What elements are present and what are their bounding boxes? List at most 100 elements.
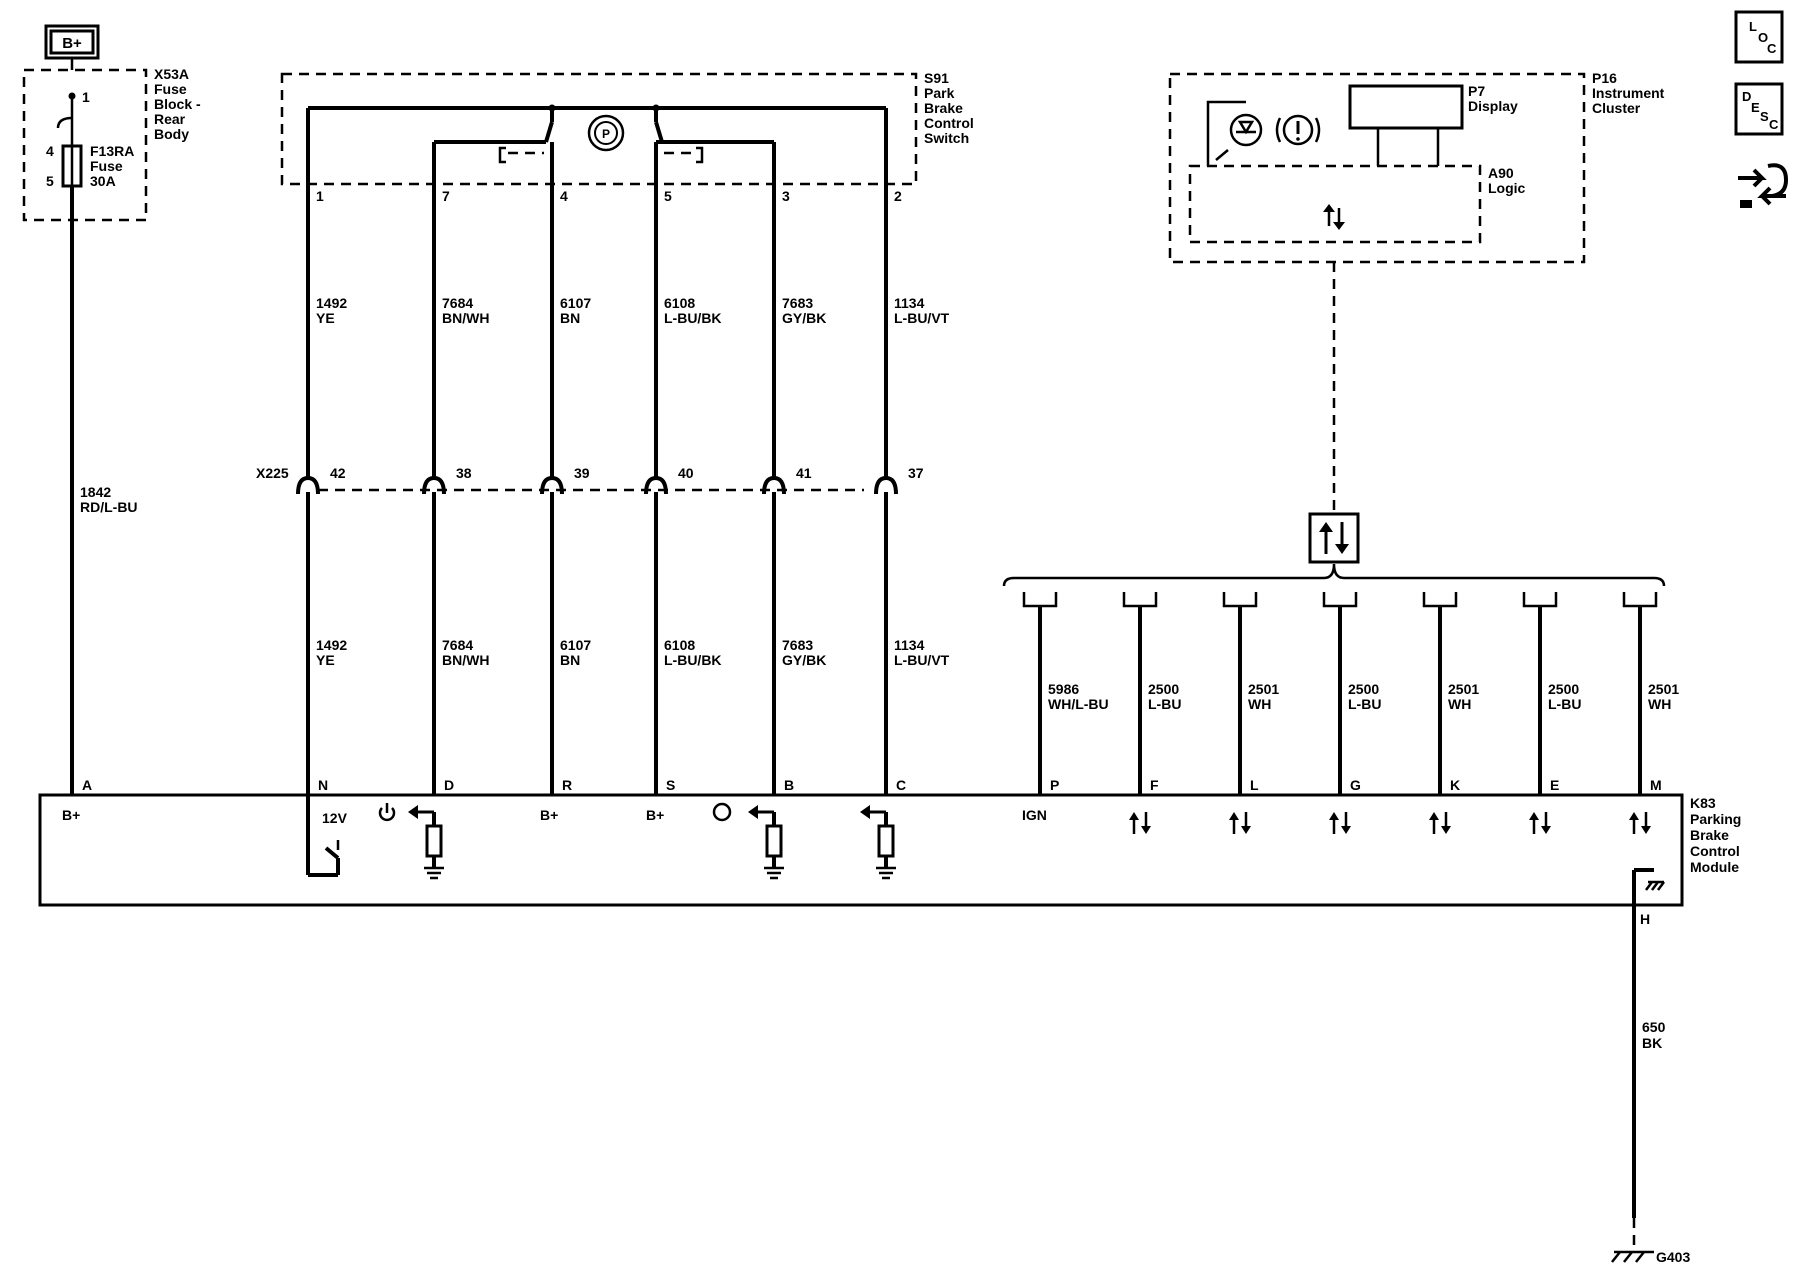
connector-terminal — [644, 475, 668, 495]
lower-wire-circuit: 7684 — [442, 637, 473, 653]
park-symbol-label: P — [602, 127, 610, 141]
resistor-icon — [877, 824, 895, 858]
lower-wire-circuit: 7683 — [782, 637, 813, 653]
fuse-ref: F13RA — [90, 143, 134, 159]
lower-wire-color: GY/BK — [782, 652, 826, 668]
connector-view-button[interactable] — [1738, 163, 1789, 208]
desc-letter-c: C — [1769, 117, 1779, 132]
module-pin-D: D — [444, 777, 454, 793]
fuse-pin-left: 4 — [46, 143, 54, 159]
power-label: B+ — [62, 35, 82, 52]
feed-wire-circuit: 1842 — [80, 484, 111, 500]
bus-terminal — [1322, 592, 1358, 608]
bidirectional-arrow-icon — [1129, 812, 1151, 834]
bus-wire-color: L-BU — [1148, 696, 1181, 712]
loc-letter-o: O — [1758, 30, 1768, 45]
bus-terminal — [1022, 592, 1058, 608]
desc-letter-d: D — [1742, 89, 1751, 104]
upper-wire-color: L-BU/BK — [664, 310, 722, 326]
park-symbol-icon — [587, 114, 625, 152]
ground-wire-color: BK — [1642, 1035, 1662, 1051]
bus-wire-circuit: 2500 — [1348, 681, 1379, 697]
module-pin-E: E — [1550, 777, 1559, 793]
desc-button[interactable]: D E S C — [1734, 82, 1784, 136]
fuse-block-name-3: Rear — [154, 111, 186, 127]
resistor-icon — [765, 824, 783, 858]
connector-ref: X225 — [256, 465, 289, 481]
switch-name-1: Park — [924, 85, 955, 101]
module-pin-A: A — [82, 777, 92, 793]
fuse-pin-top: 1 — [82, 89, 90, 105]
loc-button[interactable]: L O C — [1734, 10, 1784, 64]
module-ref: K83 — [1690, 795, 1716, 811]
lower-wire-color: L-BU/VT — [894, 652, 950, 668]
chassis-ground-icon — [1611, 1250, 1654, 1263]
input-arrow-icon-head — [408, 805, 418, 819]
module-name-4: Module — [1690, 859, 1739, 875]
upper-wire-color: L-BU/VT — [894, 310, 950, 326]
switch-pin-5: 5 — [664, 188, 672, 204]
bus-wire-circuit: 2501 — [1448, 681, 1479, 697]
module-pin-C: C — [896, 777, 906, 793]
ground-pin-label: H — [1640, 911, 1650, 927]
connector-pin-42: 42 — [330, 465, 346, 481]
power-symbol-icon — [378, 803, 396, 822]
input-arrow-icon-head — [860, 805, 870, 819]
module-bplus-a: B+ — [62, 807, 80, 823]
fuse-block: 1 4 5 F13RA Fuse 30A X53A Fuse Block - R… — [22, 66, 201, 222]
switch-pin-7: 7 — [442, 188, 450, 204]
bus-terminal — [1122, 592, 1158, 608]
lower-wire-color: L-BU/BK — [664, 652, 722, 668]
lower-wire-circuit: 1134 — [894, 637, 925, 653]
feed-wire-color: RD/L-BU — [80, 499, 138, 515]
module-name-1: Parking — [1690, 811, 1741, 827]
module-pin-B: B — [784, 777, 794, 793]
upper-wire-color: BN — [560, 310, 580, 326]
bus-wire-circuit: 2501 — [1648, 681, 1679, 697]
bus-wire-color: WH — [1648, 696, 1671, 712]
upper-wire-circuit: 6108 — [664, 295, 695, 311]
module-pin-R: R — [562, 777, 572, 793]
module-pin-S: S — [666, 777, 675, 793]
harness-wires: 1492YE421492YE7684BN/WH387684BN/WH6107BN… — [296, 108, 950, 795]
bus-terminal — [1222, 592, 1258, 608]
module-internal-circuits — [378, 802, 1651, 880]
module-bplus-s: B+ — [646, 807, 664, 823]
desc-letter-e: E — [1751, 100, 1760, 115]
switch-pin-3: 3 — [782, 188, 790, 204]
switch-ref: S91 — [924, 70, 949, 86]
connector-terminal — [296, 475, 320, 495]
lower-wire-color: BN/WH — [442, 652, 489, 668]
bus-terminals: 5986WH/L-BU2500L-BU2501WH2500L-BU2501WH2… — [1022, 592, 1679, 795]
lower-wire-circuit: 6107 — [560, 637, 591, 653]
upper-wire-color: GY/BK — [782, 310, 826, 326]
warning-icon — [1275, 114, 1321, 146]
lower-wire-color: YE — [316, 652, 335, 668]
loc-letter-c: C — [1767, 41, 1777, 56]
switch-name-4: Switch — [924, 130, 969, 146]
serial-data-bus-icon — [1308, 512, 1360, 564]
input-arrow-icon-head — [748, 805, 758, 819]
upper-wire-circuit: 6107 — [560, 295, 591, 311]
cluster-name-2: Cluster — [1592, 100, 1641, 116]
bus-wire-circuit: 2500 — [1548, 681, 1579, 697]
upper-wire-circuit: 1134 — [894, 295, 925, 311]
module-pin-M: M — [1650, 777, 1662, 793]
module-pin-K: K — [1450, 777, 1460, 793]
bus-terminal — [1422, 592, 1458, 608]
bus-wire-color: WH — [1248, 696, 1271, 712]
lower-wire-circuit: 6108 — [664, 637, 695, 653]
module-pin-P: P — [1050, 777, 1059, 793]
module-ign-label: IGN — [1022, 807, 1047, 823]
fuse-block-name-1: Fuse — [154, 81, 187, 97]
bus-wire-circuit: 2501 — [1248, 681, 1279, 697]
bus-wire-circuit: 5986 — [1048, 681, 1079, 697]
cluster-name-1: Instrument — [1592, 85, 1665, 101]
module-12v-label: 12V — [322, 810, 348, 826]
connector-terminal — [540, 475, 564, 495]
ground-wire-circuit: 650 — [1642, 1019, 1666, 1035]
connector-terminal — [422, 475, 446, 495]
